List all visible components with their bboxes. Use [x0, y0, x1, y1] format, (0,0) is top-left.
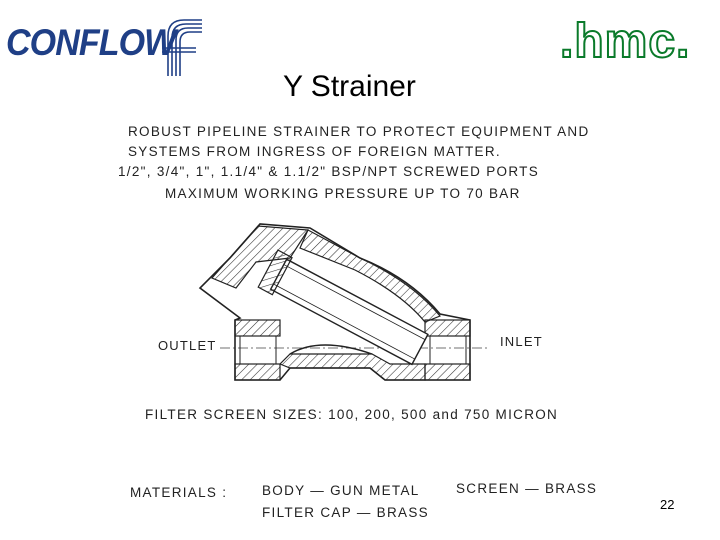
inlet-label: INLET	[500, 334, 543, 349]
materials-body: BODY — GUN METAL	[262, 483, 420, 498]
outlet-thread	[239, 335, 277, 365]
outlet-wall-bottom	[234, 363, 281, 381]
inlet-wall-top	[424, 319, 471, 337]
outlet-wall-top	[234, 319, 281, 337]
materials-filter-cap: FILTER CAP — BRASS	[262, 505, 429, 520]
materials-screen: SCREEN — BRASS	[456, 481, 598, 496]
y-strainer-drawing	[198, 223, 490, 381]
conflow-logo: CONFLOW	[6, 8, 206, 78]
conflow-logo-text: CONFLOW	[6, 22, 176, 63]
inlet-wall-bottom	[424, 363, 471, 381]
dome-wall	[299, 229, 441, 323]
inlet-thread	[429, 335, 467, 365]
outlet-label: OUTLET	[158, 338, 217, 353]
filter-sizes: FILTER SCREEN SIZES: 100, 200, 500 and 7…	[145, 407, 559, 422]
filter-screen	[257, 249, 429, 366]
partition	[289, 344, 373, 355]
hmc-logo: .hmc.	[559, 14, 691, 69]
slide-title: Y Strainer	[283, 70, 416, 103]
conflow-logo-mark	[162, 19, 202, 76]
description-line-4: MAXIMUM WORKING PRESSURE UP TO 70 BAR	[165, 186, 521, 201]
description-line-3: 1/2", 3/4", 1", 1.1/4" & 1.1/2" BSP/NPT …	[118, 164, 540, 179]
bottom-wall	[278, 353, 426, 381]
page-number: 22	[660, 497, 675, 512]
materials-heading: MATERIALS :	[130, 485, 228, 500]
description-line-2: SYSTEMS FROM INGRESS OF FOREIGN MATTER.	[128, 144, 501, 159]
description-line-1: ROBUST PIPELINE STRAINER TO PROTECT EQUI…	[128, 124, 590, 139]
